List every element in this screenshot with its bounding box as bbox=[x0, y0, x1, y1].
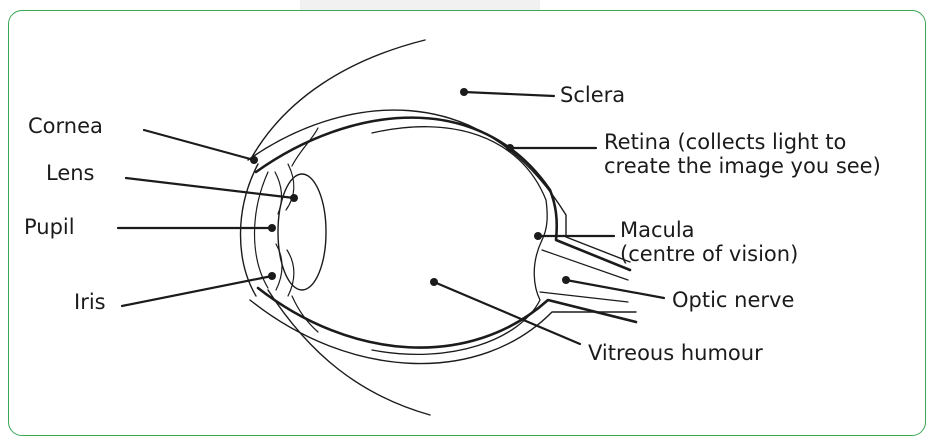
label-iris: Iris bbox=[74, 290, 106, 314]
sclera-outer-lower bbox=[250, 300, 636, 364]
label-optic-nerve: Optic nerve bbox=[672, 288, 794, 312]
leader-lens bbox=[126, 178, 294, 198]
dot-optic-nerve bbox=[562, 276, 570, 284]
iris-lower-back bbox=[287, 250, 294, 296]
dot-iris bbox=[268, 272, 276, 280]
dot-vitreous bbox=[430, 278, 438, 286]
dot-cornea bbox=[250, 156, 258, 164]
label-sclera: Sclera bbox=[560, 83, 625, 107]
label-retina: Retina (collects light to create the ima… bbox=[604, 130, 881, 178]
label-retina-line2: create the image you see) bbox=[604, 154, 881, 178]
label-retina-line1: Retina (collects light to bbox=[604, 130, 881, 154]
label-pupil: Pupil bbox=[24, 215, 75, 239]
upper-eyelid bbox=[252, 40, 425, 157]
label-cornea: Cornea bbox=[28, 114, 103, 138]
leader-iris bbox=[122, 276, 272, 306]
dot-retina bbox=[506, 144, 514, 152]
label-macula-line2: (centre of vision) bbox=[620, 242, 798, 266]
label-macula-line1: Macula bbox=[620, 218, 798, 242]
label-lens: Lens bbox=[46, 161, 95, 185]
leader-cornea bbox=[144, 130, 254, 160]
dot-sclera bbox=[460, 88, 468, 96]
retina-layer bbox=[372, 127, 547, 240]
leader-optic-nerve bbox=[566, 280, 664, 298]
leader-sclera bbox=[464, 92, 554, 96]
dot-macula bbox=[534, 232, 542, 240]
label-macula: Macula (centre of vision) bbox=[620, 218, 798, 266]
sclera-outer bbox=[248, 110, 630, 262]
cornea-inner bbox=[255, 172, 269, 288]
cornea-outer bbox=[241, 164, 259, 296]
sclera-bold bbox=[256, 118, 630, 270]
leader-vitreous bbox=[434, 282, 580, 344]
dot-lens bbox=[290, 194, 298, 202]
label-vitreous-humour: Vitreous humour bbox=[588, 341, 763, 365]
lens-shape bbox=[278, 174, 326, 290]
retina-layer-lower bbox=[372, 240, 542, 354]
dot-pupil bbox=[268, 224, 276, 232]
